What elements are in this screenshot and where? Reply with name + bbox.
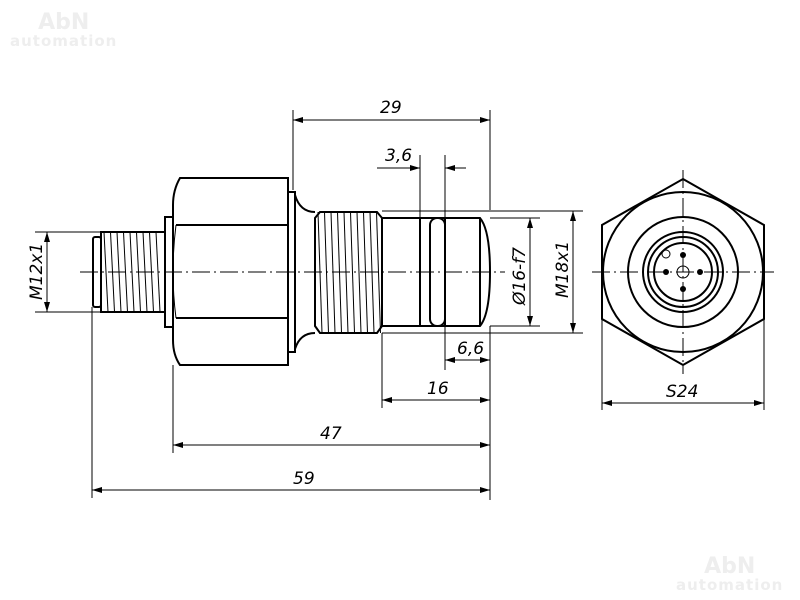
thread-line (123, 231, 128, 313)
coding-key (661, 249, 671, 259)
thread-line (103, 231, 109, 313)
cylinder-16 (382, 217, 492, 327)
thread-line (350, 211, 355, 334)
thread-line (155, 231, 161, 313)
thread-line (136, 231, 141, 313)
thread-line (142, 231, 148, 313)
watermark-bottom-right: AbN automation (676, 554, 784, 594)
thread-line (369, 211, 375, 334)
thread-line (363, 211, 368, 334)
dim-29: 29 (380, 98, 402, 118)
o-ring (429, 217, 446, 327)
thread-line (110, 231, 115, 313)
thread-line (129, 231, 135, 313)
thread-line (116, 231, 122, 313)
side-view (80, 177, 505, 366)
watermark-top-left: AbN automation (10, 10, 118, 50)
thread-line (343, 211, 349, 334)
hex-outline (601, 177, 765, 367)
thread-line (324, 211, 329, 334)
thread-line (149, 231, 154, 313)
dim-m12x1: M12x1 (27, 243, 47, 300)
dim-16: 16 (427, 379, 449, 399)
dim-3-6: 3,6 (385, 146, 412, 166)
dim-s24: S24 (666, 382, 698, 402)
dim-47: 47 (320, 424, 342, 444)
thread-line (330, 211, 336, 334)
hex-body (172, 177, 316, 366)
dim-d16-f7: Ø16-f7 (510, 247, 530, 306)
dim-6-6: 6,6 (457, 339, 484, 359)
thread-line (356, 211, 362, 334)
thread-line (317, 211, 323, 334)
dim-m18x1: M18x1 (553, 241, 573, 298)
front-view (592, 170, 774, 374)
m12-connector (92, 216, 174, 328)
thread-line (337, 211, 342, 334)
dimensions: 29 3,6 6,6 16 47 59 M12x1 Ø16-f7 M18x1 (27, 98, 765, 500)
thread-line (376, 211, 381, 334)
dim-59: 59 (293, 469, 315, 489)
m18-thread (314, 211, 383, 334)
